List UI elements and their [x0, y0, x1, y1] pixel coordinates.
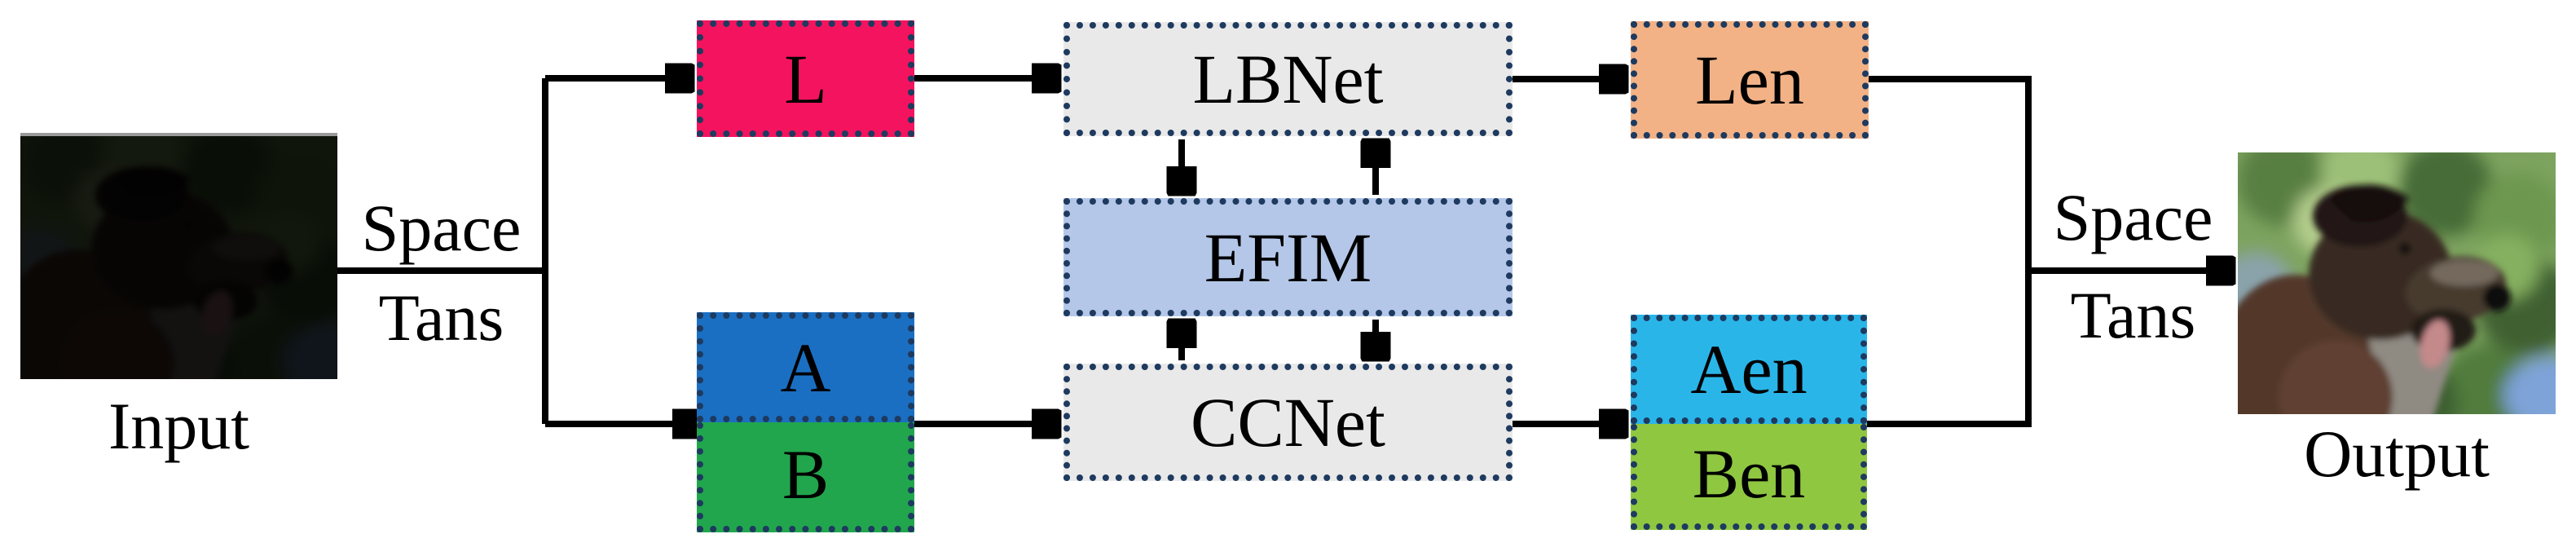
module-box-lbnet-label: LBNet — [1192, 40, 1384, 118]
space-tans-left-bottom: Tans — [378, 280, 504, 355]
bright-dog-photo — [2238, 152, 2556, 414]
output-caption: Output — [2304, 417, 2490, 491]
module-box-efim: EFIM — [1063, 198, 1513, 316]
input-image — [20, 133, 337, 379]
channel-box-a-label: A — [780, 328, 831, 407]
channel-box-b-label: B — [782, 435, 830, 514]
enhanced-box-len-label: Len — [1695, 41, 1804, 119]
space-tans-right-top: Space — [2053, 180, 2213, 254]
channel-box-b: B — [697, 422, 914, 532]
enhanced-box-aen-label: Aen — [1690, 330, 1808, 408]
dark-dog-photo — [20, 136, 337, 379]
enhanced-box-ben: Ben — [1631, 424, 1867, 530]
enhanced-box-ben-label: Ben — [1692, 435, 1806, 513]
module-box-ccnet: CCNet — [1063, 364, 1513, 481]
module-box-efim-label: EFIM — [1204, 218, 1372, 297]
space-tans-right-bottom: Tans — [2070, 278, 2196, 352]
module-box-ccnet-label: CCNet — [1191, 383, 1385, 461]
input-caption: Input — [108, 389, 250, 463]
enhanced-box-aen: Aen — [1631, 315, 1867, 424]
module-box-lbnet: LBNet — [1063, 22, 1513, 136]
enhanced-box-len: Len — [1631, 21, 1869, 139]
output-image — [2238, 152, 2556, 414]
channel-box-l: L — [697, 20, 914, 137]
channel-box-l-label: L — [784, 39, 827, 118]
space-tans-left-top: Space — [361, 191, 522, 265]
channel-box-a: A — [697, 312, 914, 422]
